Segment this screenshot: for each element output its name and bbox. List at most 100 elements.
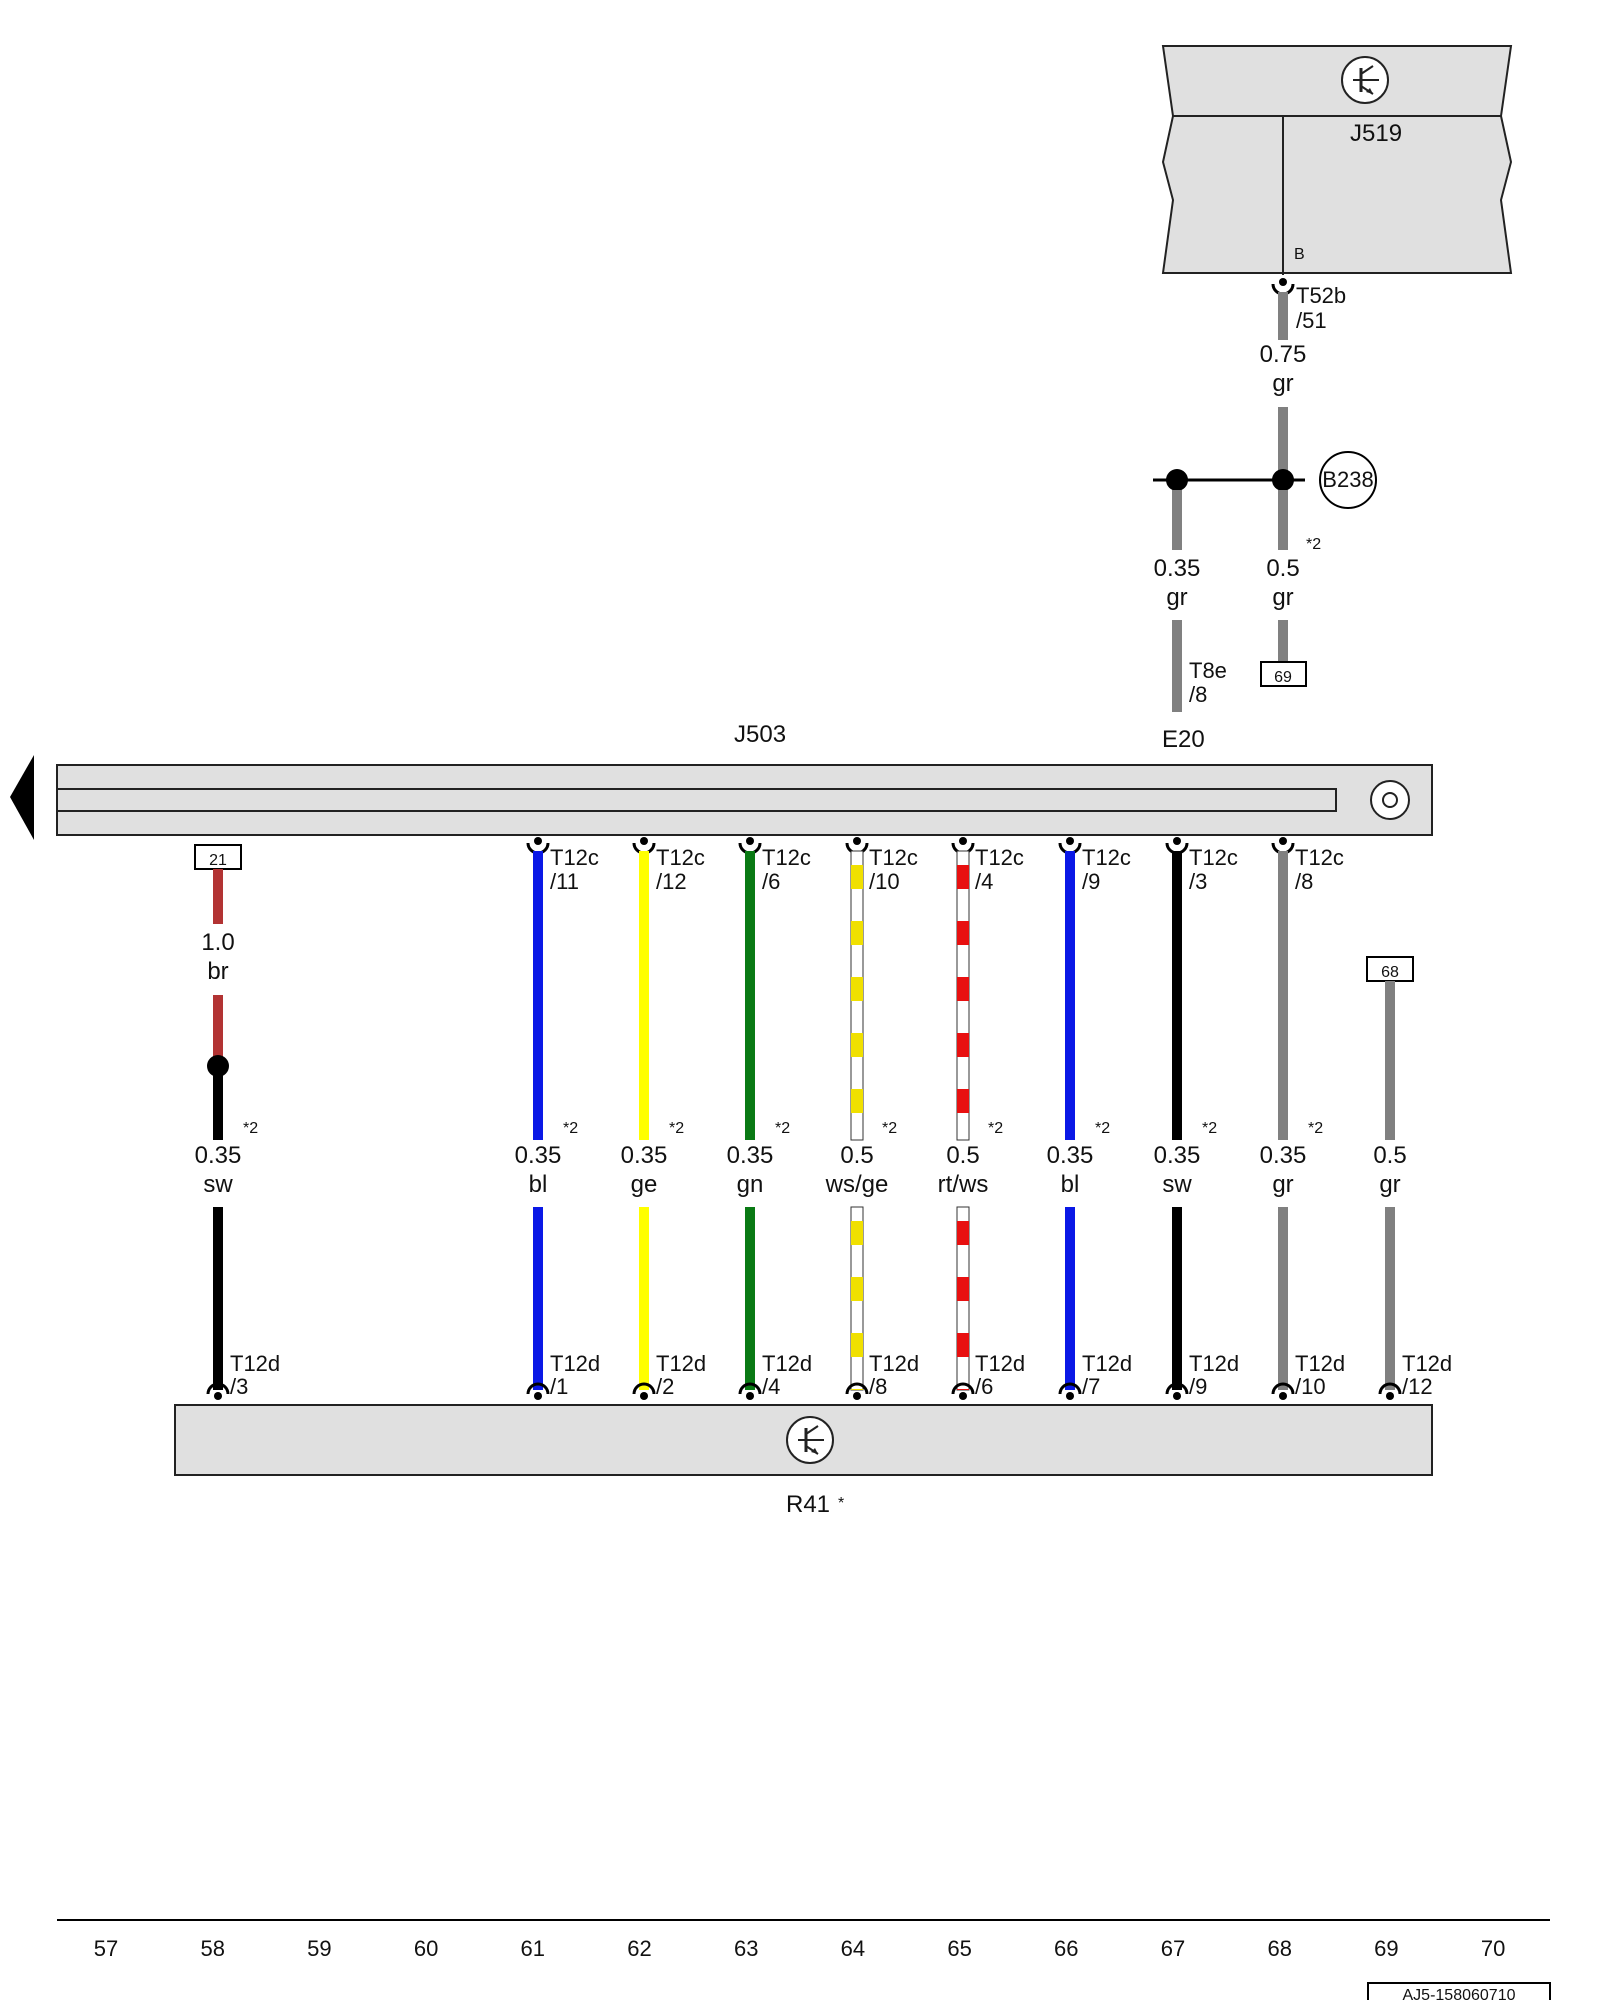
wire-2-top-pin: /11 [550, 869, 579, 894]
wire-7-color: bl [1061, 1171, 1080, 1198]
wire-1-size-upper: 1.0 [201, 929, 234, 956]
wire-3-top-connector: T12c [656, 845, 705, 870]
wire-2-color: bl [529, 1171, 548, 1198]
wire-main-color: gr [1272, 370, 1293, 397]
wire-3-top-pin: /12 [656, 869, 687, 894]
wires-layer: 211.0br*20.35swT12d/3T12c/11*20.35blT12d… [194, 837, 1452, 1400]
wire-10-bottom-connector: T12d [1402, 1351, 1452, 1376]
wire-2-size: 0.35 [515, 1142, 562, 1169]
wire-1-color-upper: br [207, 958, 228, 985]
t8e-connector-pin: /8 [1189, 682, 1207, 707]
document-id-box: AJ5-158060710 [1367, 1982, 1551, 2000]
wire-9-bottom-connector: T12d [1295, 1351, 1345, 1376]
wire-9-bottom-pin: /10 [1295, 1374, 1326, 1399]
wire-9-note: *2 [1308, 1120, 1323, 1137]
j519-control-unit-icon [1341, 56, 1389, 104]
wire-branch-69: *2 0.5 gr 69 [1260, 490, 1321, 687]
j503-antenna-icon [1370, 780, 1410, 820]
wire-8-note: *2 [1202, 1120, 1217, 1137]
wire-7-top-connector: T12c [1082, 845, 1131, 870]
wire-2-bottom-pin: /1 [550, 1374, 568, 1399]
wire-3-bottom-connector: T12d [656, 1351, 706, 1376]
j519-label: J519 [1350, 120, 1402, 147]
wire-6-top-pin: /4 [975, 869, 993, 894]
wire-4-size: 0.35 [727, 1142, 774, 1169]
ref-box-69: 69 [1274, 669, 1292, 686]
wire-7-note: *2 [1095, 1120, 1110, 1137]
scale-number: 64 [841, 1936, 865, 1961]
scale-number: 58 [200, 1936, 224, 1961]
wire-4-top-pin: /6 [762, 869, 780, 894]
wire-3-size: 0.35 [621, 1142, 668, 1169]
wire-7-top-pin: /9 [1082, 869, 1100, 894]
wire-2-bottom-connector: T12d [550, 1351, 600, 1376]
wire-4-top-connector: T12c [762, 845, 811, 870]
j503-module: J503 [10, 721, 1433, 840]
scale-number: 70 [1481, 1936, 1505, 1961]
scale-number: 59 [307, 1936, 331, 1961]
wire-7-bottom-pin: /7 [1082, 1374, 1100, 1399]
wire-6-note: *2 [988, 1120, 1003, 1137]
wire-8-color: sw [1162, 1171, 1192, 1198]
j519-module: J519 B [1161, 45, 1513, 275]
continuation-arrow-icon [10, 755, 34, 840]
wire-8-bottom-pin: /9 [1189, 1374, 1207, 1399]
wire-3-bottom-pin: /2 [656, 1374, 674, 1399]
wire-main-gr: 0.75 gr [1260, 292, 1307, 480]
document-id: AJ5-158060710 [1403, 1987, 1516, 2000]
wire-3-note: *2 [669, 1120, 684, 1137]
r41-control-unit-icon [786, 1416, 834, 1464]
wire-1-color: sw [203, 1171, 233, 1198]
t52b-connector: T52b /51 [1271, 278, 1346, 333]
wire-4-bottom-pin: /4 [762, 1374, 780, 1399]
t52b-connector-name: T52b [1296, 283, 1346, 308]
scale-number: 62 [627, 1936, 651, 1961]
scale-number: 68 [1267, 1936, 1291, 1961]
scale-number: 57 [94, 1936, 118, 1961]
wire-5-size: 0.5 [840, 1142, 873, 1169]
wire-1-size: 0.35 [195, 1142, 242, 1169]
r41-label: R41 [786, 1491, 830, 1518]
wire-5-note: *2 [882, 1120, 897, 1137]
scale-number: 63 [734, 1936, 758, 1961]
scale-number: 66 [1054, 1936, 1078, 1961]
wire-9-color: gr [1272, 1171, 1293, 1198]
wire-69-note: *2 [1306, 536, 1321, 553]
wire-9-top-pin: /8 [1295, 869, 1313, 894]
j503-label: J503 [734, 721, 786, 748]
ref-box-21: 21 [209, 852, 227, 869]
scale-number: 67 [1161, 1936, 1185, 1961]
wire-8-top-connector: T12c [1189, 845, 1238, 870]
wire-7-size: 0.35 [1047, 1142, 1094, 1169]
wire-6-size: 0.5 [946, 1142, 979, 1169]
wire-5-top-connector: T12c [869, 845, 918, 870]
wire-6-color: rt/ws [938, 1171, 989, 1198]
wire-10-bottom-pin: /12 [1402, 1374, 1433, 1399]
wire-1-note: *2 [243, 1120, 258, 1137]
wire-branch-e20: 0.35 gr T8e /8 E20 [1154, 490, 1227, 753]
wire-main-size: 0.75 [1260, 341, 1307, 368]
wire-8-bottom-connector: T12d [1189, 1351, 1239, 1376]
wire-7-bottom-connector: T12d [1082, 1351, 1132, 1376]
wire-4-color: gn [737, 1171, 764, 1198]
wire-4-note: *2 [775, 1120, 790, 1137]
wire-6-bottom-connector: T12d [975, 1351, 1025, 1376]
wire-e20-size: 0.35 [1154, 555, 1201, 582]
wire-9-size: 0.35 [1260, 1142, 1307, 1169]
wire-8-size: 0.35 [1154, 1142, 1201, 1169]
wire-5-color: ws/ge [825, 1171, 889, 1198]
wire-5-top-pin: /10 [869, 869, 900, 894]
wire-2-note: *2 [563, 1120, 578, 1137]
t52b-connector-pin: /51 [1296, 308, 1327, 333]
wire-6-bottom-pin: /6 [975, 1374, 993, 1399]
ref-box-68: 68 [1381, 964, 1399, 981]
